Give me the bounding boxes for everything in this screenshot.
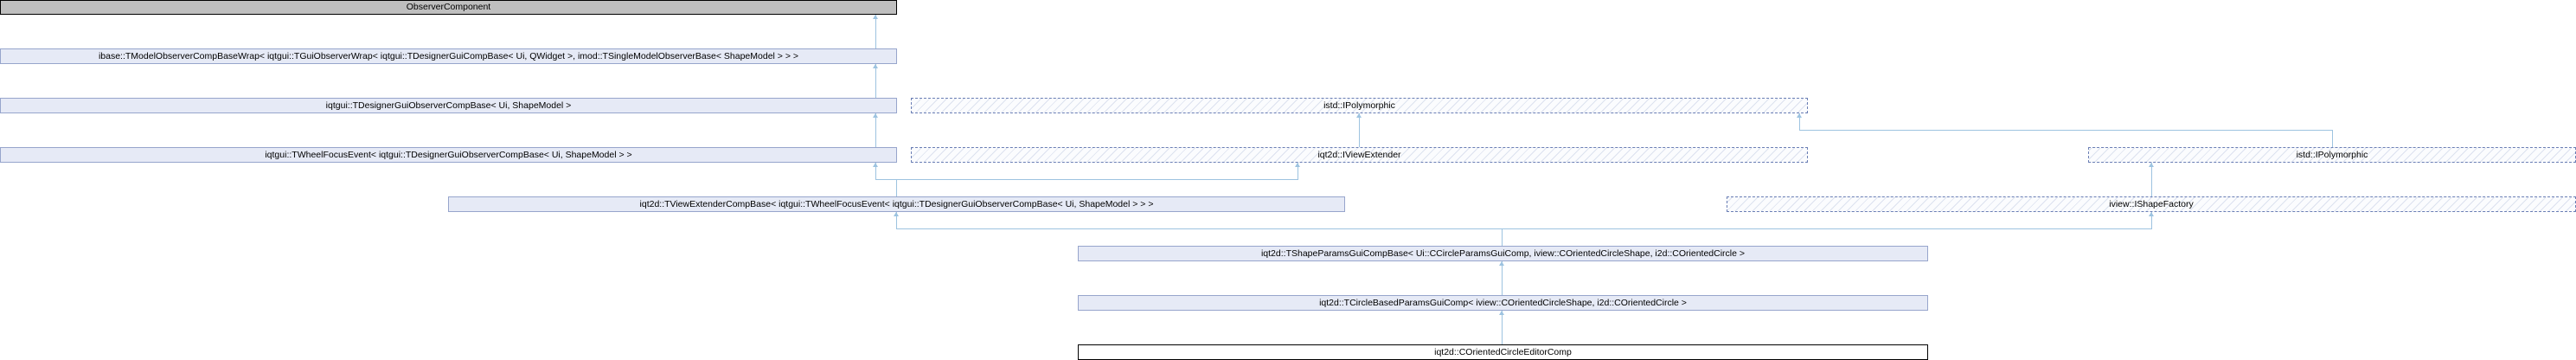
edge-segment [1502,261,1503,295]
class-node-label: iqt2d::TViewExtenderCompBase< iqtgui::TW… [639,198,1154,209]
class-node-label: istd::IPolymorphic [1323,100,1395,111]
class-node-tshapeparamsguicompbase[interactable]: iqt2d::TShapeParamsGuiCompBase< Ui::CCir… [1078,246,1928,261]
class-node-label: iqt2d::TCircleBasedParamsGuiComp< iview:… [1319,297,1687,308]
class-node-tviewextendercompbase[interactable]: iqt2d::TViewExtenderCompBase< iqtgui::TW… [448,196,1345,212]
class-node-corientedcircleeditorcomp[interactable]: iqt2d::COrientedCircleEditorComp [1078,344,1928,360]
class-node-observer-component[interactable]: ObserverComponent [0,0,897,15]
edge-segment [2151,212,2152,228]
edge-segment [896,212,897,228]
inheritance-arrow [2149,163,2154,167]
edge-segment [2151,163,2152,196]
edge-segment [1799,113,1800,130]
class-node-tdesignerguiobservercompbase[interactable]: iqtgui::TDesignerGuiObserverCompBase< Ui… [0,98,897,113]
inheritance-arrow [873,113,878,118]
class-node-label: iqt2d::IViewExtender [1317,149,1401,160]
class-node-istd-ipolymorphic-1[interactable]: istd::IPolymorphic [911,98,1808,113]
inheritance-arrow [2149,212,2154,216]
class-node-label: iview::IShapeFactory [2109,198,2194,209]
class-node-tmodelobservercompbasewrap[interactable]: ibase::TModelObserverCompBaseWrap< iqtgu… [0,48,897,64]
inheritance-arrow [1295,163,1300,167]
edge-segment [1502,228,1503,246]
inheritance-arrow [873,15,878,19]
edge-segment [1799,130,2332,131]
class-node-label: ibase::TModelObserverCompBaseWrap< iqtgu… [98,50,799,61]
class-node-label: istd::IPolymorphic [2296,149,2368,160]
inheritance-arrow [873,163,878,167]
inheritance-arrow [1356,113,1362,118]
edge-segment [875,113,876,147]
class-node-label: iqt2d::TShapeParamsGuiCompBase< Ui::CCir… [1260,248,1746,259]
edge-segment [875,163,876,179]
edge-segment [875,179,897,180]
edge-segment [896,228,1502,229]
edge-segment [1359,113,1360,147]
class-node-tcirclebasedparamsguicomp[interactable]: iqt2d::TCircleBasedParamsGuiComp< iview:… [1078,295,1928,311]
edge-segment [1502,311,1503,344]
inheritance-arrow [894,212,899,216]
class-node-iqt2d-iviewextender[interactable]: iqt2d::IViewExtender [911,147,1808,163]
inheritance-arrow [1499,311,1504,315]
inheritance-arrow [1797,113,1802,118]
edge-segment [1502,228,2152,229]
edge-segment [875,15,876,48]
class-node-label: ObserverComponent [406,2,491,13]
edge-segment [875,64,876,98]
class-node-label: iqtgui::TDesignerGuiObserverCompBase< Ui… [325,100,572,111]
inheritance-arrow [1499,261,1504,266]
inheritance-arrow [873,64,878,68]
class-node-label: iqtgui::TWheelFocusEvent< iqtgui::TDesig… [265,149,632,160]
class-node-iview-ishapefactory[interactable]: iview::IShapeFactory [1727,196,2576,212]
edge-segment [896,179,897,196]
edge-segment [896,179,1298,180]
class-node-label: iqt2d::COrientedCircleEditorComp [1434,346,1572,357]
edge-segment [2332,130,2333,147]
class-node-twheelfocusevent[interactable]: iqtgui::TWheelFocusEvent< iqtgui::TDesig… [0,147,897,163]
class-node-istd-ipolymorphic-2[interactable]: istd::IPolymorphic [2088,147,2576,163]
